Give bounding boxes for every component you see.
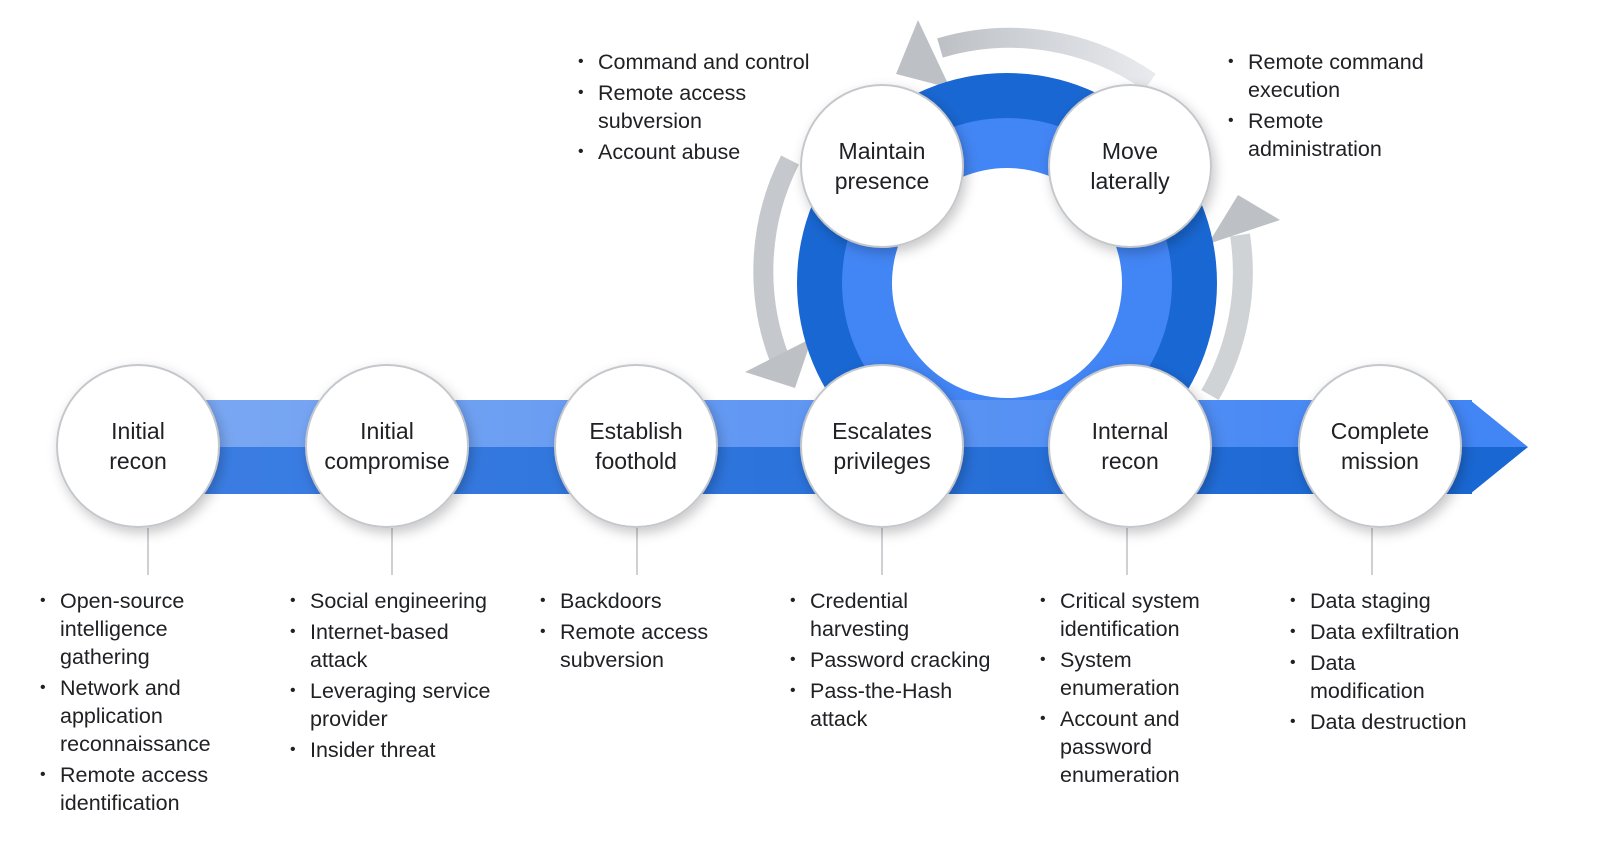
- arrowhead-right: [1208, 195, 1280, 244]
- list-escalates-privileges: Credential harvesting Password cracking …: [790, 587, 1015, 736]
- list-item: Pass-the-Hash attack: [790, 677, 980, 733]
- list-item: Remote administration: [1228, 107, 1448, 163]
- list-move-laterally: Remote command execution Remote administ…: [1228, 48, 1448, 166]
- stage-circles: [56, 84, 1462, 528]
- arrowhead-top: [896, 20, 950, 88]
- list-item: Account and password enumeration: [1040, 705, 1220, 789]
- list-item: Network and application reconnaissance: [40, 674, 230, 758]
- arrow-arc-right: [1201, 233, 1253, 401]
- list-initial-recon: Open-source intelligence gathering Netwo…: [40, 587, 240, 820]
- list-item: Internet-based attack: [290, 618, 480, 674]
- list-item: System enumeration: [1040, 646, 1210, 702]
- connectors: [147, 528, 1373, 575]
- list-item: Remote command execution: [1228, 48, 1448, 104]
- list-initial-compromise: Social engineering Internet-based attack…: [290, 587, 520, 767]
- list-item: Password cracking: [790, 646, 1015, 674]
- list-internal-recon: Critical system identification System en…: [1040, 587, 1240, 792]
- arrow-arc-top: [937, 27, 1156, 91]
- list-item: Open-source intelligence gathering: [40, 587, 210, 671]
- list-item: Data destruction: [1290, 708, 1500, 736]
- list-item: Remote access subversion: [578, 79, 778, 135]
- list-establish-foothold: Backdoors Remote access subversion: [540, 587, 740, 677]
- list-maintain-presence: Command and control Remote access subver…: [578, 48, 838, 169]
- list-item: Social engineering: [290, 587, 520, 615]
- list-item: Command and control: [578, 48, 838, 76]
- list-item: Account abuse: [578, 138, 838, 166]
- list-item: Remote access identification: [40, 761, 230, 817]
- list-item: Data staging: [1290, 587, 1500, 615]
- list-item: Credential harvesting: [790, 587, 940, 643]
- arrow-arc-left: [753, 155, 799, 364]
- cycle-arrows: [753, 27, 1253, 401]
- list-item: Data exfiltration: [1290, 618, 1500, 646]
- arrowhead-left: [745, 338, 812, 388]
- list-item: Data modification: [1290, 649, 1460, 705]
- list-item: Leveraging service provider: [290, 677, 520, 733]
- list-item: Insider threat: [290, 736, 520, 764]
- list-item: Backdoors: [540, 587, 740, 615]
- list-item: Remote access subversion: [540, 618, 730, 674]
- list-complete-mission: Data staging Data exfiltration Data modi…: [1290, 587, 1500, 739]
- list-item: Critical system identification: [1040, 587, 1240, 643]
